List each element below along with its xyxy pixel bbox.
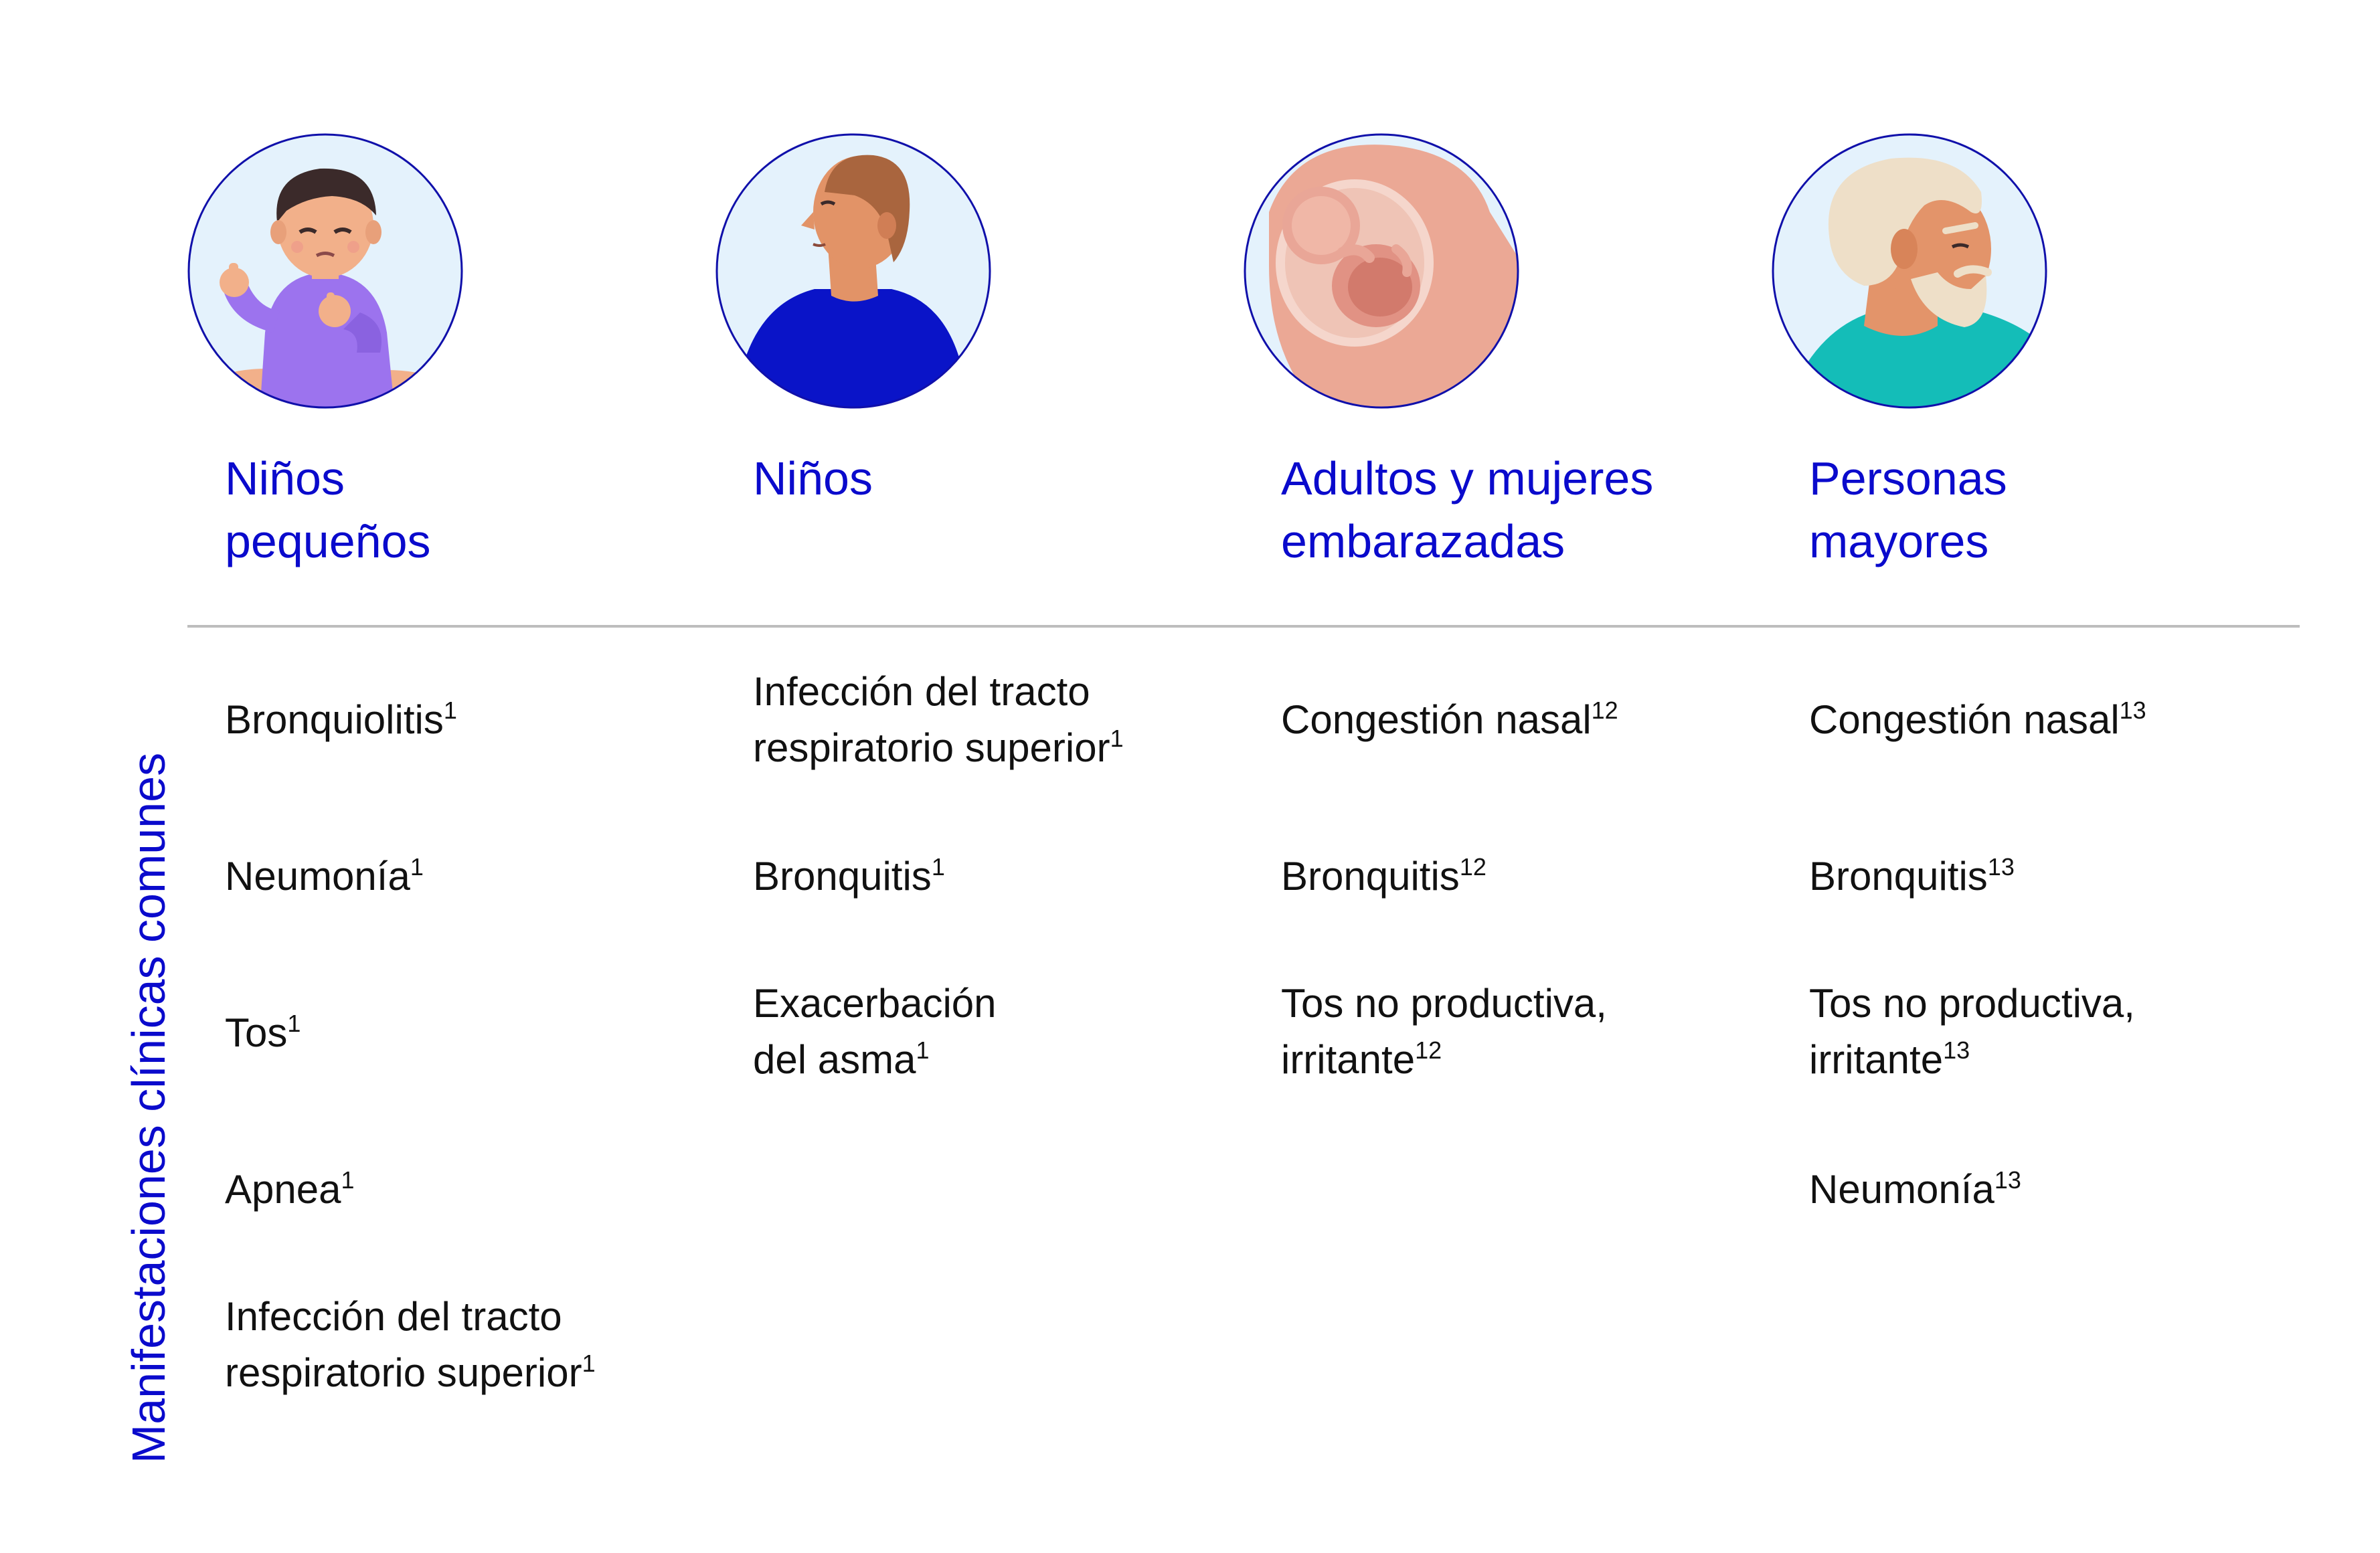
list-item: Bronquitis13	[1809, 853, 2015, 899]
elderly-man-icon	[1770, 132, 2049, 410]
list-item: Tos1	[225, 1010, 301, 1055]
list-item: Bronquitis1	[753, 853, 945, 899]
list-item: Tos no productiva,irritante12	[1281, 981, 1607, 1082]
toddler-icon	[186, 132, 464, 410]
list-item: Apnea1	[225, 1166, 355, 1212]
list-item: Congestión nasal12	[1281, 697, 1618, 742]
list-item: Tos no productiva,irritante13	[1809, 981, 2135, 1082]
side-label-manifestaciones: Manifestaciones clínicas comunes	[122, 752, 175, 1464]
pregnant-woman-icon	[1242, 132, 1521, 410]
group-title-children: Niños	[753, 452, 873, 505]
list-item: Bronquitis12	[1281, 853, 1486, 899]
child-icon	[714, 132, 993, 410]
list-item: Neumonía1	[225, 853, 424, 899]
list-item: Neumonía13	[1809, 1166, 2021, 1212]
list-item: Congestión nasal13	[1809, 697, 2146, 742]
header-divider	[187, 625, 2300, 628]
list-item: Bronquiolitis1	[225, 697, 457, 742]
